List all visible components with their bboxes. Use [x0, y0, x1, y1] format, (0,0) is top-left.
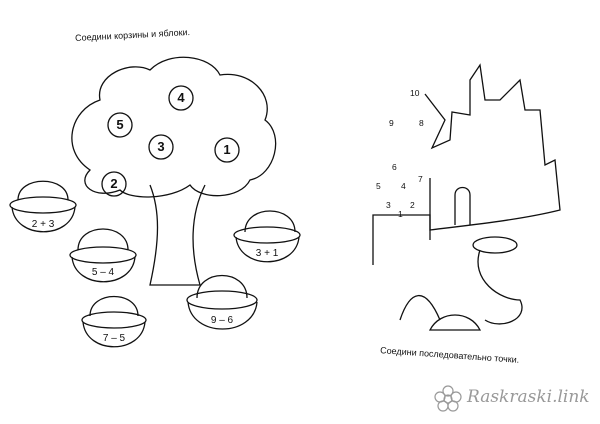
dot-number: 3	[386, 200, 391, 210]
basket	[69, 228, 137, 283]
apple-number: 3	[157, 139, 165, 154]
dot-number: 10	[410, 88, 420, 98]
tree-trunk	[149, 184, 206, 286]
basket-label: 3 + 1	[255, 248, 279, 259]
watermark: Raskraski.link	[467, 387, 590, 407]
basket	[9, 180, 77, 233]
basket	[81, 295, 147, 348]
basket-label: 5 – 4	[91, 267, 115, 278]
apple-number: 4	[177, 90, 185, 105]
castle	[424, 63, 561, 231]
apple-number: 2	[110, 176, 118, 191]
dot-number: 2	[410, 200, 415, 210]
apple-number: 1	[223, 142, 231, 157]
dot-number: 8	[419, 118, 424, 128]
basket-label: 7 – 5	[102, 333, 126, 344]
dot-number: 9	[389, 118, 394, 128]
basket-label: 9 – 6	[210, 315, 234, 326]
basket	[233, 210, 301, 263]
dot-number: 1	[398, 209, 403, 219]
basket	[186, 275, 258, 330]
basket-label: 2 + 3	[31, 219, 55, 230]
dot-number: 6	[392, 162, 397, 172]
dot-number: 5	[376, 181, 381, 191]
apple-number: 5	[116, 117, 124, 132]
dot-number: 7	[418, 174, 423, 184]
dot-number: 4	[401, 181, 406, 191]
tree-crown	[71, 56, 277, 198]
